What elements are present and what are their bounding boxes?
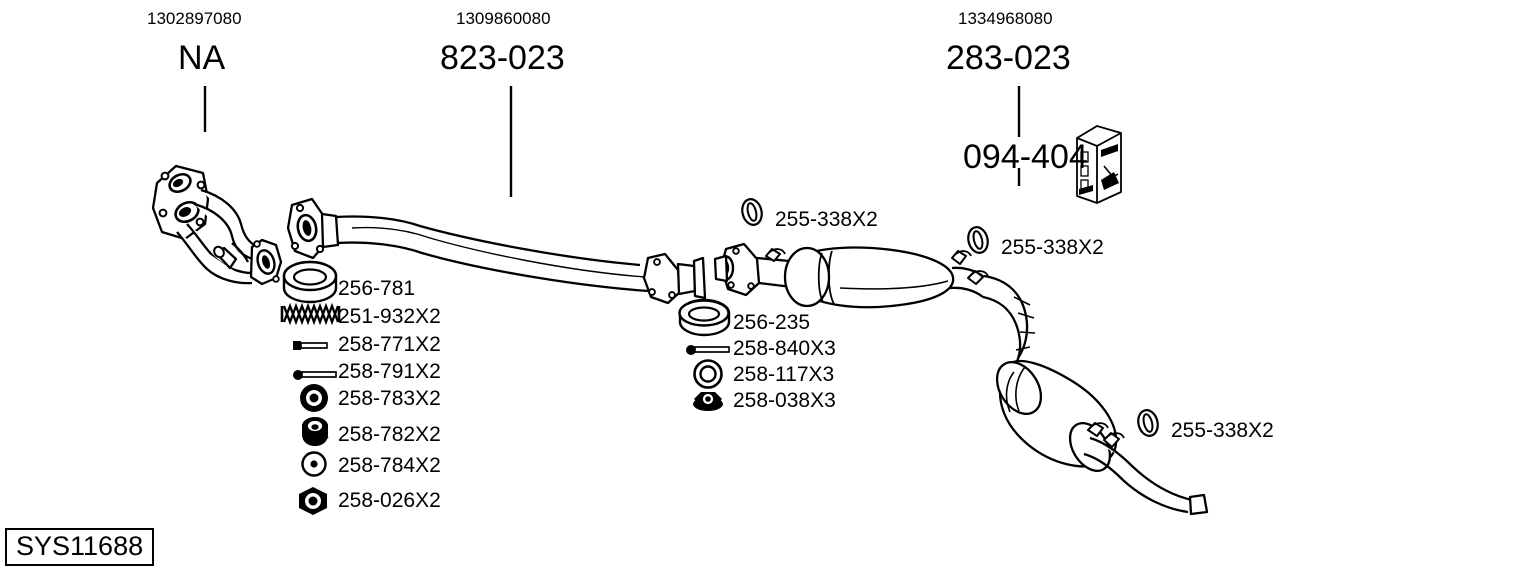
part-list-item-label: 258-782X2	[338, 423, 441, 446]
leader-lines	[203, 86, 1021, 197]
part-list-item-label: 258-784X2	[338, 454, 441, 477]
rear-silencer-part	[982, 274, 1209, 516]
part-number-front-pipe: NA	[178, 39, 226, 77]
part-list-item-label: 251-932X2	[338, 305, 441, 328]
conical-bushing-icon	[302, 417, 329, 446]
part-list-item-label: 258-117X3	[733, 363, 835, 386]
hanger-label: 255-338X2	[775, 208, 878, 231]
part-number-rear-system: 283-023	[946, 39, 1071, 77]
hanger-label: 255-338X2	[1001, 236, 1104, 259]
part-list-item-label: 258-771X2	[338, 333, 441, 356]
spring-icon	[280, 302, 341, 326]
oem-number-rear-system: 1334968080	[958, 9, 1053, 28]
oem-number-front-pipe: 1302897080	[147, 9, 242, 28]
long-bolt-icon	[293, 370, 337, 380]
part-list-item-label: 256-781	[338, 277, 416, 300]
oem-number-centre-pipe: 1309860080	[456, 9, 551, 28]
long-bolt-icon	[686, 345, 730, 355]
small-washer-icon	[301, 451, 327, 477]
part-list-item-label: 258-783X2	[338, 387, 441, 410]
centre-silencer-part	[713, 242, 989, 309]
part-number-centre-pipe: 823-023	[440, 39, 565, 77]
bosal-product-box-icon	[1076, 125, 1122, 204]
part-list-item-label: 256-235	[733, 311, 811, 334]
centre-list-icons	[678, 298, 731, 411]
gasket-ring-icon	[282, 260, 338, 304]
left-list-icons	[280, 260, 341, 515]
short-bolt-icon	[293, 341, 328, 350]
front-pipe-part	[151, 164, 283, 286]
flange-nut-icon	[693, 392, 723, 411]
hex-nut-icon	[299, 487, 327, 515]
system-id-badge: SYS11688	[5, 528, 155, 566]
washer-ring-icon	[693, 359, 723, 389]
part-list-item-label: 258-840X3	[733, 337, 836, 360]
washer-ring-icon	[300, 384, 328, 412]
part-number-fitting-kit: 094-404	[963, 138, 1088, 176]
centre-pipe-part	[286, 197, 707, 305]
gasket-ring-icon	[678, 298, 731, 337]
part-list-item-label: 258-038X3	[733, 389, 836, 412]
part-list-item-label: 258-026X2	[338, 489, 441, 512]
hanger-label: 255-338X2	[1171, 419, 1274, 442]
part-list-item-label: 258-791X2	[338, 360, 441, 383]
